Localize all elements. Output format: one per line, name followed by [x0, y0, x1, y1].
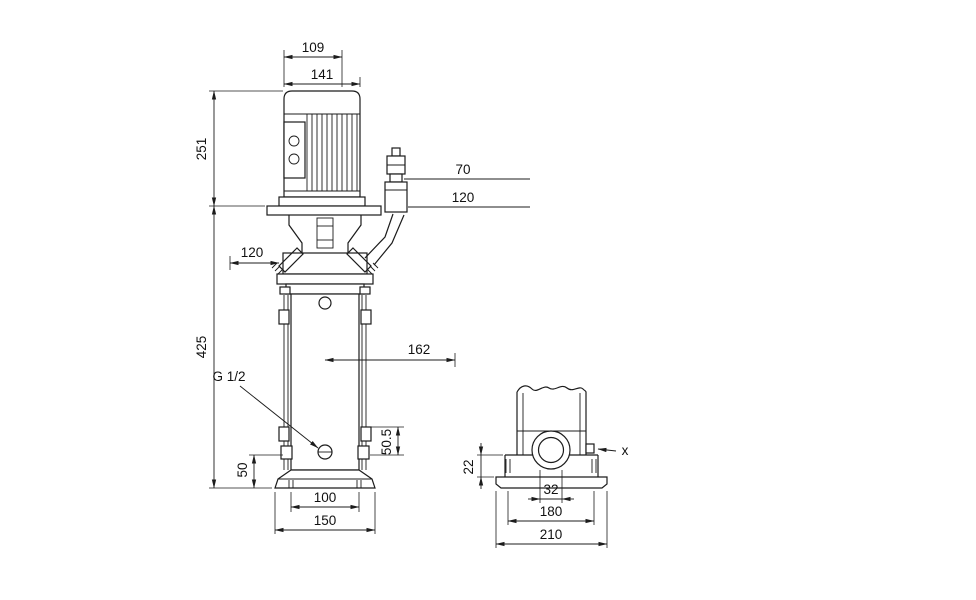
- dim-425: 425: [194, 336, 209, 359]
- dim-150: 150: [314, 513, 337, 528]
- dim-180: 180: [540, 504, 563, 519]
- dim-100: 100: [314, 490, 337, 505]
- dim-109: 109: [302, 40, 325, 55]
- bracket-lower-left: [278, 426, 290, 442]
- suction-port-stub: [278, 247, 304, 273]
- dim-120-right: 120: [452, 190, 475, 205]
- staybolt-nut-right: [359, 286, 371, 295]
- base-bolt-slots: [288, 480, 362, 488]
- terminal-box-gland-bottom: [288, 153, 300, 165]
- vent-pipe-inner: [373, 214, 405, 266]
- lantern-left-profile: [288, 215, 303, 253]
- terminal-box-gland-top: [288, 135, 300, 147]
- side-port-left: [280, 445, 293, 460]
- motor-cooling-fins: [306, 114, 358, 191]
- discharge-port-hatching: [366, 262, 379, 275]
- priming-plug: [318, 296, 332, 310]
- dim-50-5: 50.5: [379, 429, 394, 455]
- vent-pipe-outer: [364, 213, 394, 259]
- dim-210: 210: [540, 527, 563, 542]
- leader-line-g12: [239, 385, 319, 449]
- dim-50: 50: [235, 462, 250, 477]
- port-bore: [537, 436, 565, 464]
- motor: [278, 90, 366, 207]
- side-base: [495, 454, 608, 489]
- staybolt-nut-left: [279, 286, 291, 295]
- leader-line-x: [597, 447, 617, 453]
- dim-162: 162: [408, 342, 431, 357]
- side-port-right: [357, 445, 370, 460]
- vent-neck: [389, 173, 403, 183]
- vent-cylinder: [384, 181, 408, 213]
- discharge-port-stub: [346, 247, 372, 273]
- break-line: [516, 385, 587, 393]
- dim-32: 32: [543, 482, 558, 497]
- base-plate: [495, 476, 608, 489]
- dim-141: 141: [311, 67, 334, 82]
- port-flange-outer: [531, 430, 571, 470]
- coupling: [316, 217, 334, 249]
- pump-head-block: [282, 252, 368, 275]
- base-bolt-slots-side: [505, 459, 597, 473]
- side-view: 22 x 32 180 210: [461, 385, 629, 548]
- motor-stool-plate: [266, 205, 382, 216]
- detail-x-lug: [585, 443, 595, 454]
- label-g12: G 1/2: [212, 369, 245, 384]
- front-view-dimensions: 109 141 251 425 70 120 120: [194, 40, 530, 534]
- pump-base: [274, 469, 376, 489]
- stack-sleeve: [290, 293, 360, 471]
- bracket-upper-left: [278, 309, 290, 325]
- side-view-dimensions: 22 x 32 180 210: [461, 443, 629, 548]
- chamber-stack: [278, 283, 372, 471]
- bracket-upper-right: [360, 309, 372, 325]
- terminal-box: [283, 121, 306, 179]
- bracket-lower-right: [360, 426, 372, 442]
- dim-251: 251: [194, 138, 209, 161]
- dim-70: 70: [455, 162, 470, 177]
- label-x: x: [622, 443, 629, 458]
- vent-stem: [391, 147, 401, 157]
- dim-120-left: 120: [241, 245, 264, 260]
- motor-flange: [278, 196, 366, 207]
- lantern-right-profile: [347, 215, 362, 253]
- pump-head: [266, 205, 382, 285]
- pump-head-flange: [276, 273, 374, 285]
- side-body: [516, 385, 595, 470]
- air-vent-assembly: [364, 147, 408, 266]
- front-view: 109 141 251 425 70 120 120: [194, 40, 530, 534]
- stack-top-flange: [285, 283, 365, 295]
- dim-22: 22: [461, 459, 476, 474]
